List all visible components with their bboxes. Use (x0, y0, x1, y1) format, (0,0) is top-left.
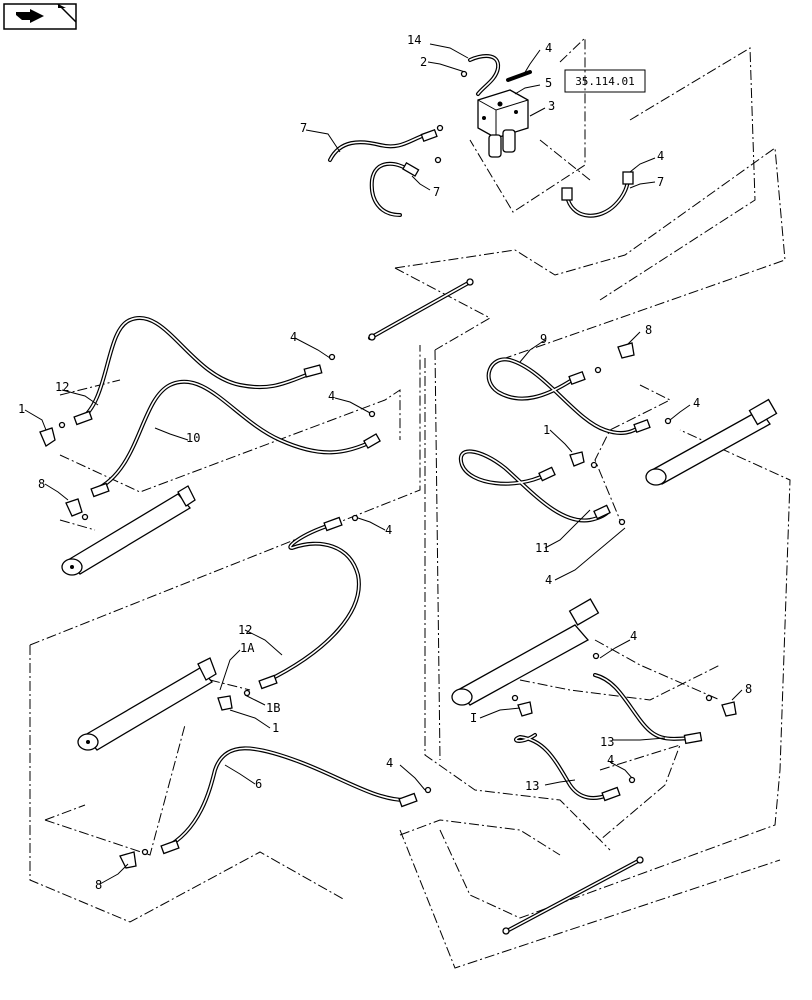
next-arrow-icon[interactable] (3, 3, 77, 30)
leader-lines (24, 43, 743, 885)
washers (58, 70, 713, 856)
callout-1: 1 (543, 423, 550, 437)
callout-labels: 14 2 4 5 3 7 7 4 7 8 9 4 4 12 1 10 4 8 1… (18, 33, 752, 892)
rigid-tubes (368, 278, 644, 935)
hose-13-a (593, 673, 692, 741)
callout-4: 4 (290, 330, 297, 344)
hose-12-a (78, 315, 317, 422)
hose-9 (486, 357, 642, 436)
cylinder-left-upper (61, 485, 196, 576)
hose-12-b (263, 523, 361, 684)
hose-7-a (328, 133, 427, 162)
cylinder-right-lower (451, 598, 600, 706)
callout-1B: 1B (266, 701, 280, 715)
callout-1: 1 (272, 721, 279, 735)
callout-11: 11 (535, 541, 549, 555)
fittings (73, 128, 703, 855)
callout-3: 3 (548, 99, 555, 113)
elbow-fittings (39, 342, 737, 869)
hose-10 (93, 379, 377, 492)
callout-4: 4 (545, 41, 552, 55)
hoses (78, 54, 692, 850)
hose-7-c (566, 176, 630, 218)
callout-12: 12 (238, 623, 252, 637)
callout-I: I (470, 711, 477, 725)
callout-8: 8 (645, 323, 652, 337)
callout-4: 4 (545, 573, 552, 587)
valve-block (477, 89, 529, 158)
callout-4: 4 (630, 629, 637, 643)
cylinder-left-lower (77, 657, 217, 751)
callout-2: 2 (420, 55, 427, 69)
hose-14 (468, 54, 501, 96)
callout-1: 1 (18, 402, 25, 416)
callout-4: 4 (607, 753, 614, 767)
callout-10: 10 (186, 431, 200, 445)
assembly-outlines (29, 36, 791, 969)
callout-12: 12 (55, 380, 69, 394)
hose-7-b (369, 161, 414, 217)
callout-13: 13 (525, 779, 539, 793)
callout-4: 4 (657, 149, 664, 163)
callout-7: 7 (300, 121, 307, 135)
callout-7: 7 (433, 185, 440, 199)
callout-8: 8 (38, 477, 45, 491)
callout-13: 13 (600, 735, 614, 749)
callout-4: 4 (386, 756, 393, 770)
callout-8: 8 (95, 878, 102, 892)
callout-4: 4 (328, 389, 335, 403)
callout-5: 5 (545, 76, 552, 90)
callout-9: 9 (540, 332, 547, 346)
callout-1A: 1A (240, 641, 255, 655)
callout-8: 8 (745, 682, 752, 696)
callout-4: 4 (693, 396, 700, 410)
callout-4: 4 (385, 523, 392, 537)
reference-box[interactable]: 35.114.01 (564, 69, 646, 93)
reference-label: 35.114.01 (575, 75, 635, 88)
hose-13-b (514, 733, 610, 800)
cylinder-right-upper (645, 398, 778, 486)
callout-7: 7 (657, 175, 664, 189)
callout-14: 14 (407, 33, 421, 47)
callout-6: 6 (255, 777, 262, 791)
hose-6 (163, 746, 407, 850)
hose-11 (458, 449, 610, 523)
